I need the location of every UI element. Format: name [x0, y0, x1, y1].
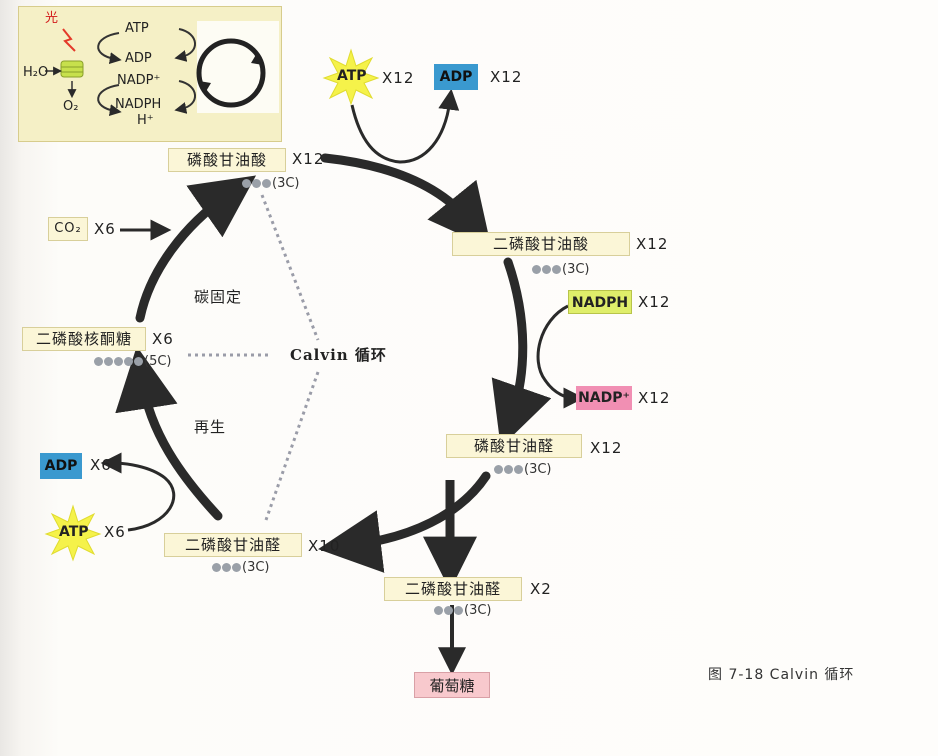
- legend-nadph: NADPH: [115, 97, 162, 112]
- light-reaction-legend: 光 H₂O O₂ ATP ADP NADP⁺ NADPH H⁺: [18, 6, 282, 142]
- arrow-nadph-to-nadp: [536, 304, 585, 409]
- arc-recycle-to-rubp: [115, 346, 223, 521]
- top-adp-mult: X12: [490, 68, 523, 86]
- g3p-recycle-carbon: (3C): [212, 560, 270, 576]
- calvin-cycle-label: Calvin 循环: [290, 346, 387, 364]
- g3p-export-box: 二磷酸甘油醛: [384, 577, 522, 601]
- arc-bpg-to-g3p: [491, 257, 552, 448]
- legend-atp: ATP: [125, 21, 149, 36]
- co2-box: CO₂: [48, 217, 88, 241]
- pga-mult: X12: [292, 150, 325, 168]
- divider-upper: [260, 194, 320, 341]
- pga-carbon: (3C): [242, 176, 300, 192]
- legend-o2: O₂: [63, 99, 79, 114]
- divider-lower: [264, 371, 320, 521]
- g3p-mult: X12: [590, 439, 623, 457]
- g3p-export-carbon: (3C): [434, 603, 492, 619]
- regen-adp-mult: X6: [90, 456, 112, 474]
- g3p-carbon: (3C): [494, 462, 552, 478]
- legend-h: H⁺: [137, 113, 154, 128]
- legend-light-label: 光: [45, 11, 59, 26]
- rubp-mult: X6: [152, 330, 174, 348]
- legend-h2o: H₂O: [23, 65, 49, 80]
- nadph-badge: NADPH: [568, 290, 632, 314]
- regen-atp-mult: X6: [104, 523, 126, 541]
- glucose-box: 葡萄糖: [414, 672, 490, 698]
- g3p-export-mult: X2: [530, 580, 552, 598]
- arc-g3p-to-recycle: [318, 471, 491, 573]
- rubp-carbon: (5C): [94, 354, 172, 370]
- top-adp-badge: ADP: [434, 64, 478, 90]
- g3p-recycle-box: 二磷酸甘油醛: [164, 533, 302, 557]
- regeneration-label: 再生: [194, 418, 227, 436]
- g3p-recycle-mult: X10: [308, 537, 341, 555]
- fixation-label: 碳固定: [194, 288, 243, 306]
- regen-adp-badge: ADP: [40, 453, 82, 479]
- top-atp-label: ATP: [337, 68, 367, 84]
- bpg-carbon: (3C): [532, 262, 590, 278]
- top-atp-mult: X12: [382, 69, 415, 87]
- legend-drawing: [45, 21, 279, 117]
- regen-atp-label: ATP: [59, 524, 89, 540]
- legend-nadp: NADP⁺: [117, 73, 161, 88]
- figure-caption: 图 7-18 Calvin 循环: [708, 667, 855, 683]
- legend-adp: ADP: [125, 51, 152, 66]
- atp-star-icon: [322, 48, 380, 106]
- rubp-box: 二磷酸核酮糖: [22, 327, 146, 351]
- regen-atp-star-icon: [44, 504, 102, 562]
- pga-box: 磷酸甘油酸: [168, 148, 286, 172]
- bpg-box: 二磷酸甘油酸: [452, 232, 630, 256]
- arrow-atp-to-adp: [350, 88, 460, 164]
- arc-rubp-to-pga: [135, 175, 257, 323]
- nadph-mult: X12: [638, 293, 671, 311]
- co2-mult: X6: [94, 220, 116, 238]
- nadp-mult: X12: [638, 389, 671, 407]
- arrow-regen-atp-to-adp: [100, 452, 176, 532]
- nadp-badge: NADP⁺: [576, 386, 632, 410]
- bpg-mult: X12: [636, 235, 669, 253]
- g3p-box: 磷酸甘油醛: [446, 434, 582, 458]
- arc-pga-to-bpg: [320, 153, 492, 249]
